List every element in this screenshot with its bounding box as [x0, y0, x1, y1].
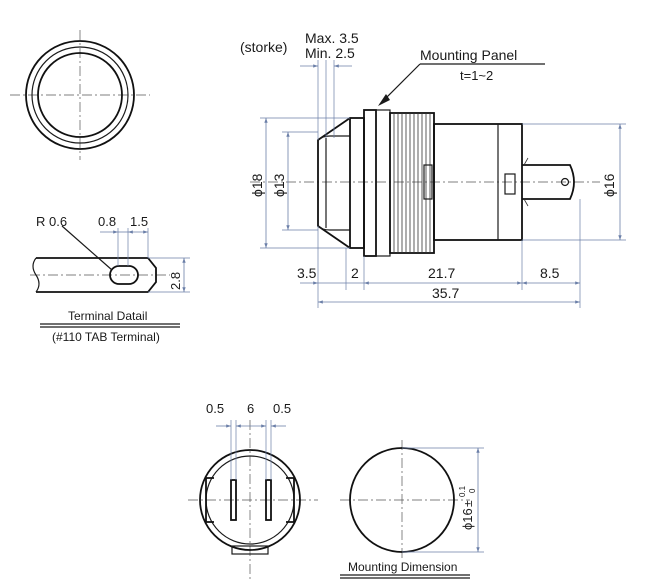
dim-dia-18: ϕ18	[249, 173, 265, 197]
panel-thickness: t=1~2	[460, 68, 493, 83]
dim-0-8: 0.8	[98, 214, 116, 229]
stroke-max: Max. 3.5	[305, 30, 359, 46]
mounting-title: Mounting Dimension	[348, 560, 457, 574]
front-view	[10, 30, 150, 160]
dim-dia-16: ϕ16	[601, 173, 617, 197]
dim-0-5-right: 0.5	[273, 401, 291, 416]
dim-1-5: 1.5	[130, 214, 148, 229]
stroke-label: (storke)	[240, 39, 287, 55]
dim-0-5-left: 0.5	[206, 401, 224, 416]
dim-dia-13: ϕ13	[271, 173, 287, 197]
r-label: R 0.6	[36, 214, 67, 229]
dim-8-5: 8.5	[540, 265, 560, 281]
side-view: (storke) Max. 3.5 Min. 2.5 Mounting Pane…	[240, 30, 626, 308]
dim-2: 2	[351, 265, 359, 281]
dim-35-7: 35.7	[432, 285, 459, 301]
svg-text:±: ±	[461, 500, 475, 507]
mount-tol-lower: 0	[468, 488, 477, 493]
mounting-dimension: ϕ16 ± 0.1 0 Mounting Dimension	[340, 440, 484, 579]
dim-21-7: 21.7	[428, 265, 455, 281]
terminal-title: Terminal Datail	[68, 309, 147, 323]
terminal-detail: 2.8 R 0.6 0.8 1.5 Terminal Datail (#110 …	[30, 214, 190, 344]
mount-dia-label: ϕ16	[460, 508, 475, 530]
dim-6: 6	[247, 401, 254, 416]
mount-tol-upper: 0.1	[458, 485, 467, 497]
bottom-view: 0.5 6 0.5	[188, 401, 318, 580]
dim-2-8: 2.8	[168, 272, 183, 290]
panel-label: Mounting Panel	[420, 47, 517, 63]
terminal-subtitle: (#110 TAB Terminal)	[52, 330, 160, 344]
stroke-min: Min. 2.5	[305, 45, 355, 61]
dim-3-5: 3.5	[297, 265, 317, 281]
